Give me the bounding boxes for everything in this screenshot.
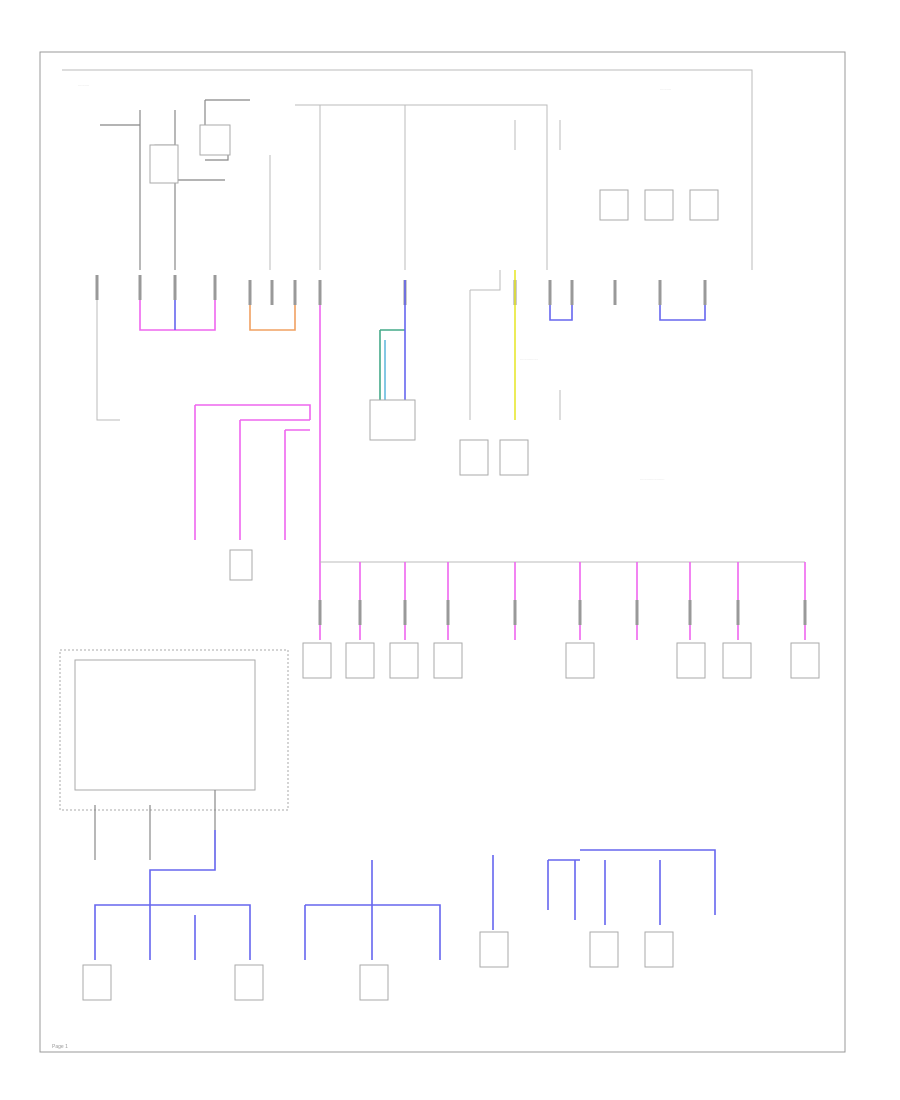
- central-pink-bus: [194, 305, 321, 640]
- bus-drops: [318, 562, 807, 640]
- blue-loop-right: [549, 305, 706, 321]
- svg-text:......................: ......................: [640, 476, 664, 481]
- module-box: [459, 439, 489, 476]
- pink-loop: [139, 300, 216, 331]
- control-module-inner: [74, 659, 256, 791]
- module-row: [302, 642, 820, 679]
- component-box: [689, 189, 719, 221]
- module-box: [369, 399, 416, 441]
- svg-text:..........: ..........: [660, 86, 671, 91]
- green-wire: [379, 329, 405, 400]
- component-box: [644, 189, 674, 221]
- relay-box: [149, 144, 179, 184]
- fuse-block-top: [199, 124, 231, 156]
- blue-feed-left: [94, 830, 441, 960]
- top-power-bus: [62, 69, 753, 270]
- svg-text:................: ................: [520, 356, 538, 361]
- illegible-labels: .......... ................ ............…: [78, 82, 671, 481]
- diagram-frame: [39, 51, 846, 1053]
- blue-network-right: [492, 849, 716, 930]
- connector-row-1: [95, 275, 707, 305]
- component-box: [599, 189, 629, 221]
- page-ref: Page 1: [52, 1044, 68, 1050]
- control-module-outline: [59, 649, 289, 811]
- module-box: [229, 549, 253, 581]
- bottom-module-row: [82, 931, 674, 1001]
- ignition-switch-area: [100, 99, 561, 270]
- orange-loop: [249, 305, 296, 331]
- module-box: [499, 439, 529, 476]
- svg-text:..........: ..........: [78, 82, 89, 87]
